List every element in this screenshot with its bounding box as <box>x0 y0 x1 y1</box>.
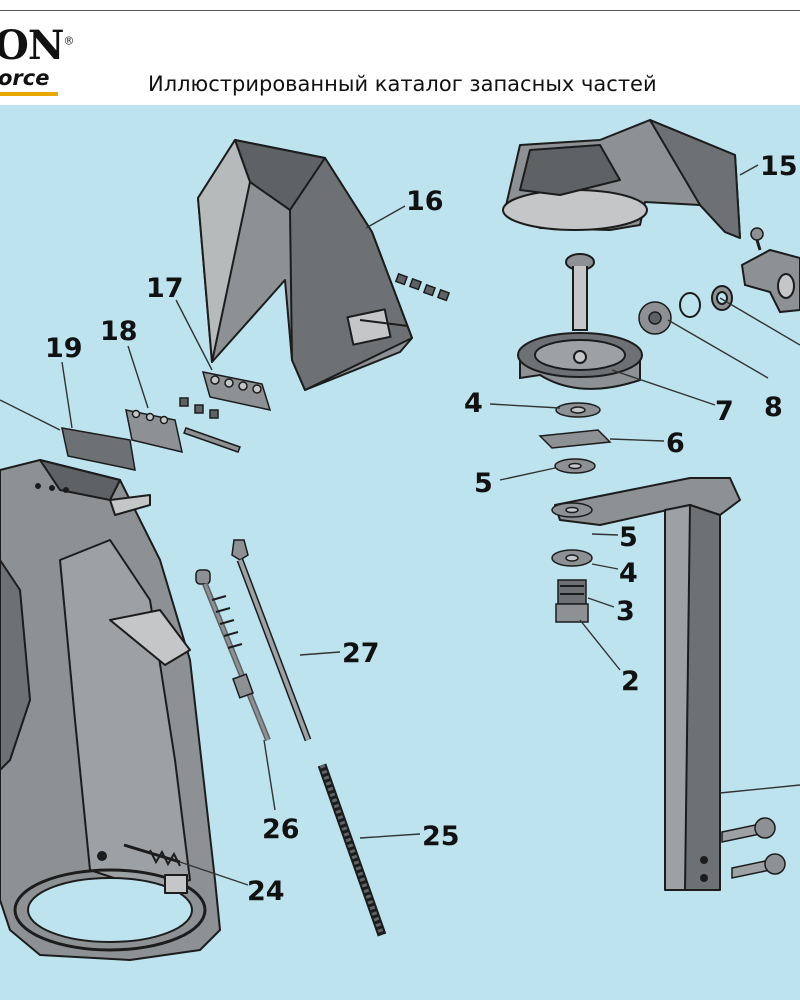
callout-15: 15 <box>760 151 798 182</box>
callout-2: 2 <box>621 666 640 697</box>
upper-stack <box>538 402 612 474</box>
part-7-ring-gear <box>517 332 643 390</box>
brand-logo-text: ON <box>0 22 64 69</box>
support-arm <box>554 477 741 891</box>
part-25-spring <box>317 763 387 937</box>
brand-logo-subtitle: orce <box>0 66 50 90</box>
catalog-header: ON® orce Иллюстрированный каталог запасн… <box>0 0 800 105</box>
callout-8: 8 <box>764 392 783 423</box>
part-bracket-right <box>740 248 800 314</box>
part-18-rod <box>179 397 241 453</box>
part-16-screws <box>394 272 451 302</box>
callout-26: 26 <box>262 814 300 845</box>
bolts-lower-right <box>721 817 786 879</box>
part-washers-right <box>679 285 733 318</box>
callout-25: 25 <box>422 821 460 852</box>
callout-27: 27 <box>342 638 380 669</box>
callout-19: 19 <box>45 333 83 364</box>
part-27-rod <box>231 539 312 742</box>
part-15-cover <box>502 119 741 239</box>
callout-17: 17 <box>146 273 184 304</box>
brand-logo-swoosh <box>0 92 58 96</box>
part-19-gasket <box>61 409 183 471</box>
registered-mark: ® <box>63 34 74 48</box>
callout-24: 24 <box>247 876 285 907</box>
callout-numbers: 16 15 17 18 19 4 7 8 6 5 5 4 3 2 27 26 2… <box>45 151 798 907</box>
part-15-bolt <box>750 227 764 251</box>
callout-5-lower: 5 <box>619 522 638 553</box>
part-8-pinion <box>638 301 672 335</box>
brand-logo: ON® <box>0 22 74 69</box>
part-26-cable <box>195 569 271 742</box>
page-title: Иллюстрированный каталог запасных частей <box>148 72 657 96</box>
callout-5-upper: 5 <box>474 468 493 499</box>
callout-4-lower: 4 <box>619 558 638 589</box>
lower-stack <box>551 502 593 623</box>
pivot-bolt <box>565 253 595 331</box>
callout-7: 7 <box>715 396 734 427</box>
part-16-chute-deflector <box>197 139 413 391</box>
callout-16: 16 <box>406 186 444 217</box>
part-24-spring <box>123 843 181 867</box>
callout-3: 3 <box>616 596 635 627</box>
callout-6: 6 <box>666 428 685 459</box>
part-17-plate <box>201 371 272 412</box>
leader-lines <box>0 164 800 886</box>
header-rule <box>0 10 800 11</box>
callout-4-upper: 4 <box>464 388 483 419</box>
callout-18: 18 <box>100 316 138 347</box>
chute-housing <box>0 459 221 961</box>
exploded-parts-diagram: 16 15 17 18 19 4 7 8 6 5 5 4 3 2 27 26 2… <box>0 105 800 1000</box>
